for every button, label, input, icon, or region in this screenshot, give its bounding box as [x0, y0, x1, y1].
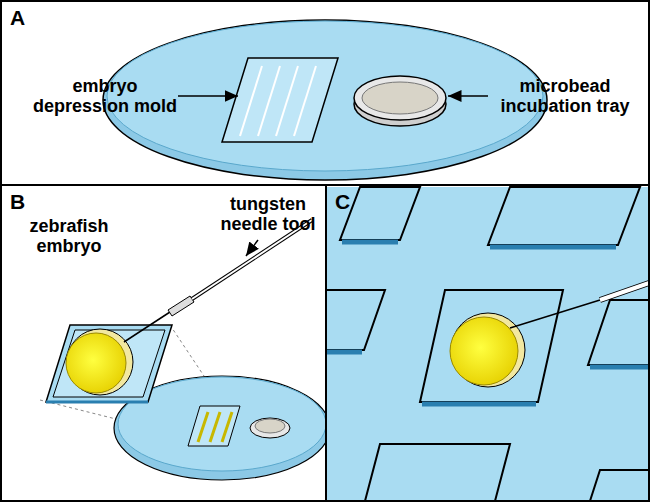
depression-mold: [222, 58, 338, 142]
panel-heading: C: [335, 192, 365, 212]
needle-tip: [510, 300, 600, 328]
leader-line: [246, 240, 258, 256]
leader-line: [178, 95, 238, 97]
panel-heading: A: [10, 8, 40, 28]
part-label: zebrafish embryo: [14, 216, 124, 256]
part-label: tungsten needle tool: [218, 194, 318, 234]
embryo: [66, 329, 133, 395]
microbead-tray: [354, 76, 446, 126]
figure-panel: C: [325, 184, 650, 502]
embryo: [450, 313, 525, 387]
well-edges: [326, 242, 649, 404]
figure-panel: Bzebrafish embryo tungsten needle tool: [0, 184, 327, 502]
needle-tool: [124, 220, 312, 342]
part-label: microbead incubation tray: [490, 76, 640, 116]
leader-line: [448, 95, 488, 97]
mold-wells: [326, 187, 649, 501]
needle-shaft: [600, 283, 649, 300]
figure-panel: Aembryo depression mold microbead incubat…: [0, 0, 650, 186]
zoom-background: [326, 187, 649, 501]
zoomed-mold: [46, 325, 172, 402]
part-label: embryo depression mold: [30, 76, 180, 116]
panel-heading: B: [10, 192, 40, 212]
